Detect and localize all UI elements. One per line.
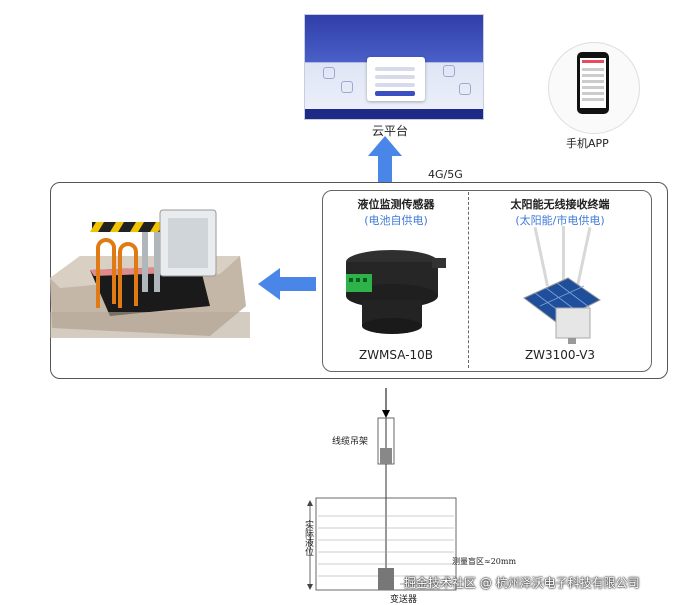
installation-drawing (307, 388, 457, 591)
sensor-model: ZWMSA-10B (358, 348, 434, 362)
solar-terminal-image (523, 226, 601, 344)
level-sensor-image (346, 250, 446, 334)
cloud-platform-screenshot (304, 14, 484, 120)
terminal-model: ZW3100-V3 (524, 348, 596, 362)
decor-icon (443, 65, 455, 77)
manhole-well-image (50, 209, 250, 338)
uplink-label: 4G/5G (428, 168, 463, 181)
device-panel (322, 190, 652, 372)
terminal-subtitle: (太阳能/市电供电) (515, 214, 605, 227)
mobile-app-label: 手机APP (566, 137, 609, 150)
uplink-arrow-icon (368, 136, 402, 182)
hanger-label: 线缆吊架 (332, 437, 369, 447)
transmitter-label: 变送器 (390, 595, 418, 605)
sensor-title: 液位监测传感器 (357, 198, 435, 211)
decor-icon (323, 67, 335, 79)
actual-level-label: 实际液位 (303, 520, 313, 556)
phone-screen (580, 58, 606, 108)
cloud-platform-label: 云平台 (372, 124, 409, 138)
blind-zone-label: 测量盲区≈20mm (452, 557, 517, 566)
data-flow-arrow-icon (258, 268, 316, 300)
decor-icon (459, 83, 471, 95)
login-panel (367, 57, 425, 101)
decor-icon (341, 81, 353, 93)
watermark-text: 掘金技术社区 @ 杭州泽沃电子科技有限公司 (404, 576, 640, 590)
device-divider (468, 192, 469, 368)
sensor-subtitle: (电池自供电) (364, 214, 428, 227)
terminal-title: 太阳能无线接收终端 (510, 198, 610, 211)
